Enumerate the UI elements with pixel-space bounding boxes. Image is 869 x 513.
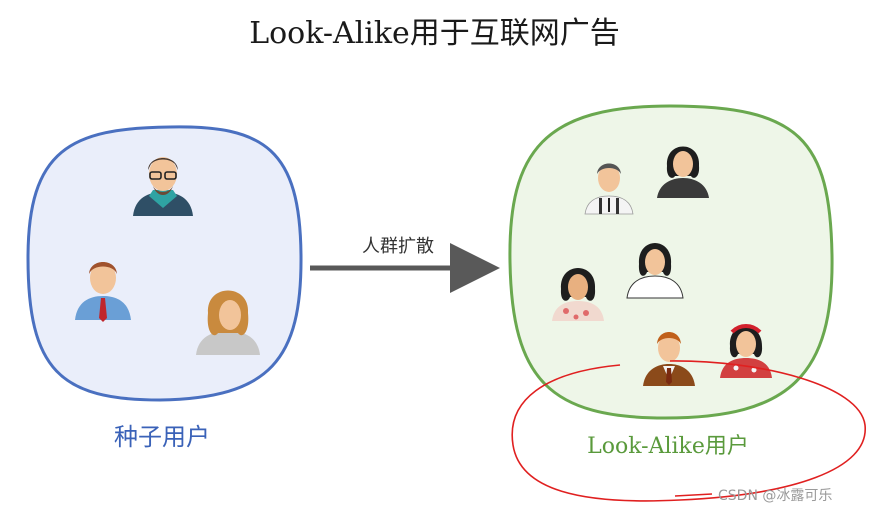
user-icon-man-suspenders [584,163,634,215]
hand-drawn-annotation [511,360,866,502]
user-icon-woman-white-top [626,243,684,299]
lookalike-users-label: Look-Alike用户 [587,434,749,459]
user-icon-glasses [133,157,193,216]
user-icon-woman-red-top [720,324,772,378]
user-icon-tie [75,262,131,322]
watermark: CSDN @冰露可乐 [718,488,833,504]
diagram-title: Look-Alike用于互联网广告 [249,16,620,51]
user-icon-woman-dark-top [657,146,709,198]
user-icon-woman-brown [196,290,260,355]
arrow-label: 人群扩散 [362,236,434,257]
user-icon-man-brown-suit [643,332,695,386]
user-icon-woman-floral [552,268,604,321]
seed-users-label: 种子用户 [114,423,210,451]
